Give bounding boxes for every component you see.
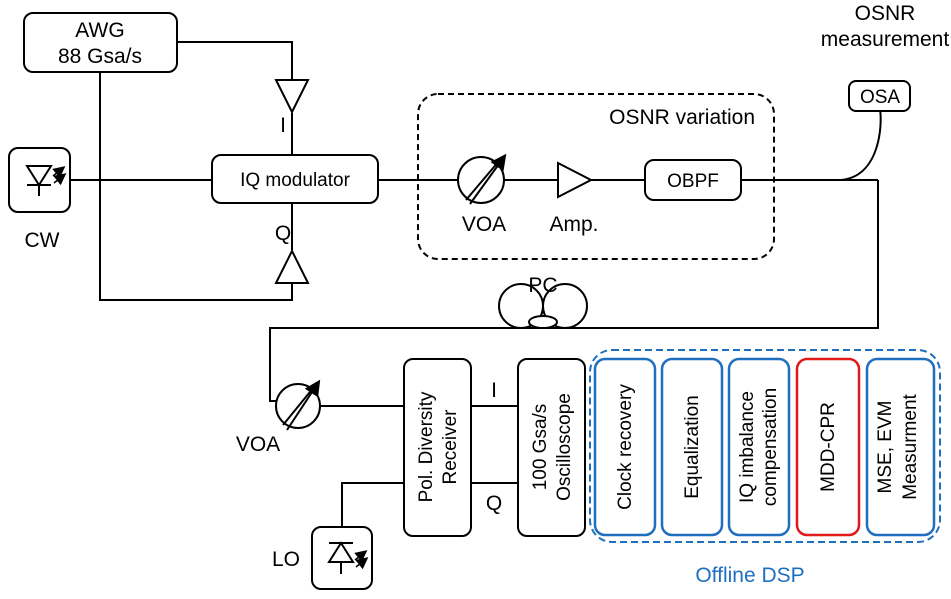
dsp-block-mdd-cpr: MDD-CPR xyxy=(795,357,861,537)
driver-amp-q xyxy=(274,248,310,284)
osnr-measurement-line2: measurement xyxy=(821,28,950,51)
tx-wires xyxy=(70,41,882,566)
obpf-box: OBPF xyxy=(644,159,742,201)
scope-label-line2: Oscilloscope xyxy=(554,393,575,501)
rx-out-i-label: I xyxy=(491,379,497,402)
dsp-block-label-line2: Measurment xyxy=(900,393,921,499)
obpf-label: OBPF xyxy=(667,171,719,192)
lo-laser-icon xyxy=(311,526,373,590)
cw-laser-icon xyxy=(8,147,71,213)
dsp-block-label: Equalization xyxy=(682,395,703,499)
receiver-label-line1: Pol. Diversity xyxy=(416,391,437,502)
osnr-variation-group: OSNR variation xyxy=(417,93,775,260)
osa-box: OSA xyxy=(848,80,911,112)
dsp-block-label: IQ imbalance xyxy=(737,391,758,503)
amp-label: Amp. xyxy=(549,213,598,236)
pc-label: PC xyxy=(528,274,557,297)
osnr-measurement-line1: OSNR xyxy=(855,2,916,25)
dsp-block-mse-evm: MSE, EVM Measurment xyxy=(865,357,936,537)
receiver-label-line2: Receiver xyxy=(440,409,461,485)
dsp-block-label: MDD-CPR xyxy=(818,402,839,492)
polarization-controller-icon xyxy=(498,283,588,329)
osa-label: OSA xyxy=(860,87,900,108)
iq-modulator-label: IQ modulator xyxy=(240,170,350,191)
driver-i-label: I xyxy=(280,114,286,137)
awg-rate: 88 Gsa/s xyxy=(58,45,142,68)
driver-q-label: Q xyxy=(275,222,291,245)
osnr-variation-title: OSNR variation xyxy=(609,106,755,129)
dsp-block-label: Clock recovery xyxy=(615,384,636,510)
cw-label: CW xyxy=(25,229,60,252)
voa-rx-label: VOA xyxy=(236,433,280,456)
iq-modulator-box: IQ modulator xyxy=(211,154,379,204)
oscilloscope-box: 100 Gsa/s Oscilloscope xyxy=(517,358,586,537)
scope-label-line1: 100 Gsa/s xyxy=(530,404,551,491)
driver-amp-i xyxy=(274,79,310,115)
voa-tx-label: VOA xyxy=(462,213,506,236)
edfa-amplifier-icon xyxy=(557,161,594,199)
dsp-block-clock-recovery: Clock recovery xyxy=(593,357,657,537)
rx-out-q-label: Q xyxy=(486,492,502,515)
awg-box: AWG 88 Gsa/s xyxy=(23,12,178,73)
dsp-block-iq-imbalance: IQ imbalance compensation xyxy=(727,357,791,537)
voa-rx-icon xyxy=(275,379,321,431)
dsp-block-equalization: Equalization xyxy=(660,357,724,537)
voa-tx-icon xyxy=(457,153,507,205)
dsp-block-label: MSE, EVM xyxy=(875,401,896,494)
awg-label: AWG xyxy=(75,19,124,42)
dsp-block-label-line2: compensation xyxy=(760,388,781,506)
lo-label: LO xyxy=(272,548,300,571)
offline-dsp-title: Offline DSP xyxy=(695,564,804,587)
pol-diversity-receiver-box: Pol. Diversity Receiver xyxy=(403,358,472,537)
offline-dsp-group: Offline DSP xyxy=(589,349,941,587)
